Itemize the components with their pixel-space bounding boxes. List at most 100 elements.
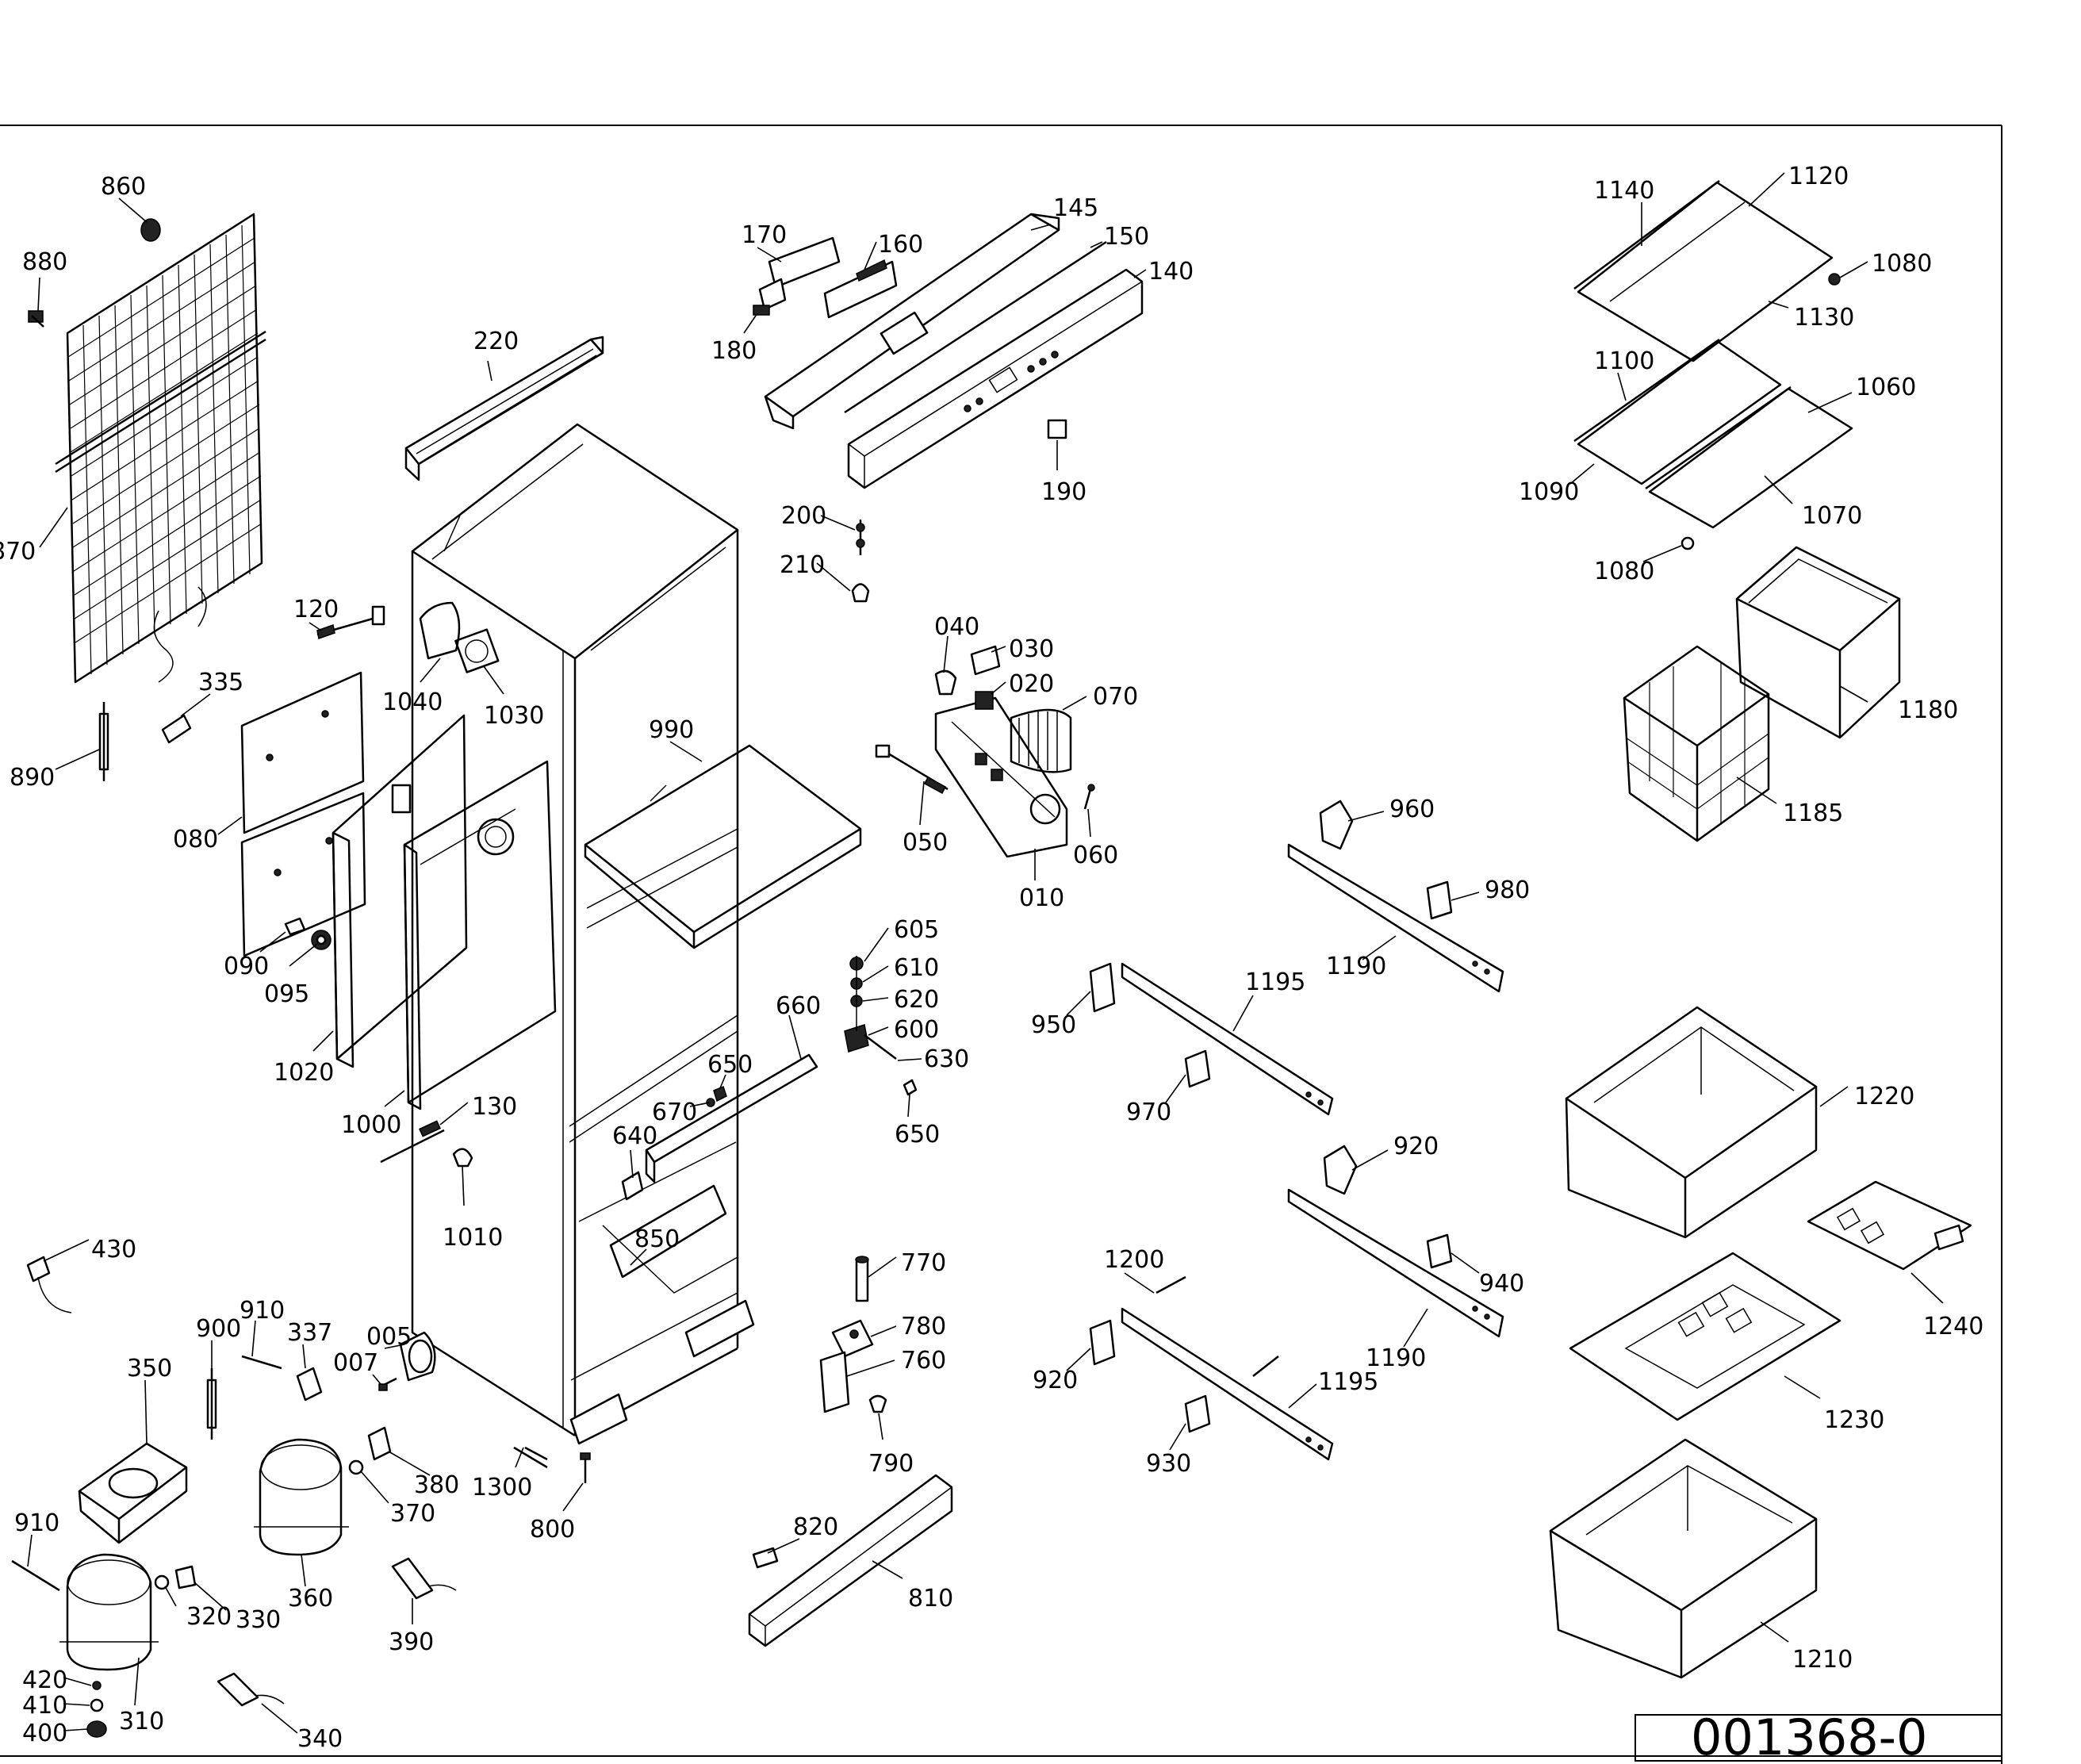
screw-007 xyxy=(378,1377,397,1391)
callout-190: 190 xyxy=(1041,478,1086,506)
evaporator-cover-080 xyxy=(240,671,366,957)
control-fascia-140 xyxy=(847,268,1144,489)
shelf-clip-1080a xyxy=(1828,273,1841,286)
callout-320: 320 xyxy=(186,1603,232,1631)
callout-150: 150 xyxy=(1104,223,1149,251)
callout-600: 600 xyxy=(894,1016,939,1044)
callout-200: 200 xyxy=(781,502,826,530)
callout-095: 095 xyxy=(264,980,309,1008)
callout-350: 350 xyxy=(127,1355,172,1382)
callout-140: 140 xyxy=(1148,258,1194,286)
washer-420 xyxy=(92,1681,102,1690)
bracket-920a xyxy=(1323,1145,1358,1195)
evaporator-plate-1020 xyxy=(332,714,468,1068)
plug-430 xyxy=(26,1256,72,1313)
callout-670: 670 xyxy=(652,1099,697,1126)
callout-790: 790 xyxy=(868,1450,914,1478)
callout-180: 180 xyxy=(711,337,757,365)
pin-1200 xyxy=(1155,1275,1279,1377)
rail-1195b xyxy=(1121,1307,1334,1461)
callout-930: 930 xyxy=(1146,1450,1191,1478)
clip-330 xyxy=(174,1565,197,1590)
rail-1190a xyxy=(1287,843,1504,993)
callout-780: 780 xyxy=(901,1313,946,1340)
bracket-970 xyxy=(1184,1049,1211,1088)
callout-040: 040 xyxy=(934,613,979,641)
cap-650 xyxy=(713,1079,918,1102)
condenser-870 xyxy=(55,213,266,684)
relay-380 xyxy=(367,1426,392,1461)
leader-lines xyxy=(27,172,1944,1734)
cap-820 xyxy=(752,1547,779,1569)
callout-430: 430 xyxy=(91,1236,136,1264)
trim-150 xyxy=(844,240,1107,414)
callout-940: 940 xyxy=(1479,1270,1524,1298)
callout-1190-b: 1190 xyxy=(1366,1344,1426,1372)
callout-1040: 1040 xyxy=(382,688,443,716)
callout-1185: 1185 xyxy=(1783,800,1843,827)
evaporator-plate-1000 xyxy=(403,760,557,1110)
drawer-frame-1230 xyxy=(1569,1252,1841,1421)
callout-360: 360 xyxy=(288,1585,333,1613)
callout-010: 010 xyxy=(1019,884,1064,912)
callout-850: 850 xyxy=(634,1225,680,1253)
glass-shelf-1060 xyxy=(1645,385,1853,529)
grommet-860 xyxy=(140,218,161,242)
callout-920-a: 920 xyxy=(1393,1133,1439,1160)
fan-shroud-1040 xyxy=(419,601,461,660)
callout-1200: 1200 xyxy=(1104,1246,1164,1274)
callout-210: 210 xyxy=(780,551,825,579)
callout-420: 420 xyxy=(22,1666,67,1694)
bracket-940 xyxy=(1426,1233,1453,1269)
wire-basket-1185 xyxy=(1623,645,1770,842)
callout-080: 080 xyxy=(173,826,218,853)
callout-970: 970 xyxy=(1126,1099,1171,1126)
callout-050: 050 xyxy=(903,829,948,857)
cabinet xyxy=(411,423,739,1437)
screw-200 xyxy=(856,520,865,555)
tube-337 xyxy=(296,1367,323,1402)
fan-motor-005 xyxy=(399,1331,436,1382)
callout-990: 990 xyxy=(649,716,694,744)
callout-960: 960 xyxy=(1389,796,1435,823)
bottom-hinge-850 xyxy=(569,1184,755,1445)
screw-790 xyxy=(868,1394,887,1413)
callout-610: 610 xyxy=(894,954,939,982)
bracket-920b xyxy=(1089,1319,1116,1366)
lamp-1010 xyxy=(452,1148,473,1168)
callout-1195-a: 1195 xyxy=(1245,968,1305,996)
callout-650-b: 650 xyxy=(895,1121,940,1149)
callout-007: 007 xyxy=(333,1349,378,1377)
vent-grille-220 xyxy=(404,336,604,481)
callout-1070: 1070 xyxy=(1802,502,1862,530)
hinge-760 xyxy=(819,1351,850,1413)
callout-380: 380 xyxy=(414,1471,459,1499)
grommet-320 xyxy=(154,1574,170,1590)
socket-020 xyxy=(975,691,994,710)
callout-1230: 1230 xyxy=(1824,1406,1884,1434)
drawer-1220 xyxy=(1565,1006,1818,1239)
control-board-170 xyxy=(758,236,841,311)
thermostat-120 xyxy=(316,605,385,639)
capillary-050 xyxy=(875,744,949,795)
hinge-pin-770 xyxy=(855,1256,869,1302)
callout-1090: 1090 xyxy=(1519,478,1579,506)
callout-145: 145 xyxy=(1053,194,1098,222)
callout-1130: 1130 xyxy=(1794,304,1854,332)
rail-1190b xyxy=(1287,1188,1504,1338)
rail-1195a xyxy=(1121,962,1334,1116)
callout-labels: 860 880 870 890 335 120 080 090 095 1020… xyxy=(0,163,1983,1753)
callout-1010: 1010 xyxy=(443,1224,503,1252)
callout-1030: 1030 xyxy=(484,702,544,730)
callout-900: 900 xyxy=(196,1315,241,1343)
callout-630: 630 xyxy=(924,1045,969,1073)
callout-760: 760 xyxy=(901,1347,946,1375)
clip-210 xyxy=(851,583,870,603)
glass-shelf-1090 xyxy=(1573,338,1782,485)
callout-770: 770 xyxy=(901,1249,946,1277)
callout-910-b: 910 xyxy=(14,1509,59,1537)
screw-800 xyxy=(580,1452,591,1483)
callout-950: 950 xyxy=(1031,1011,1076,1039)
callout-880: 880 xyxy=(22,248,67,276)
